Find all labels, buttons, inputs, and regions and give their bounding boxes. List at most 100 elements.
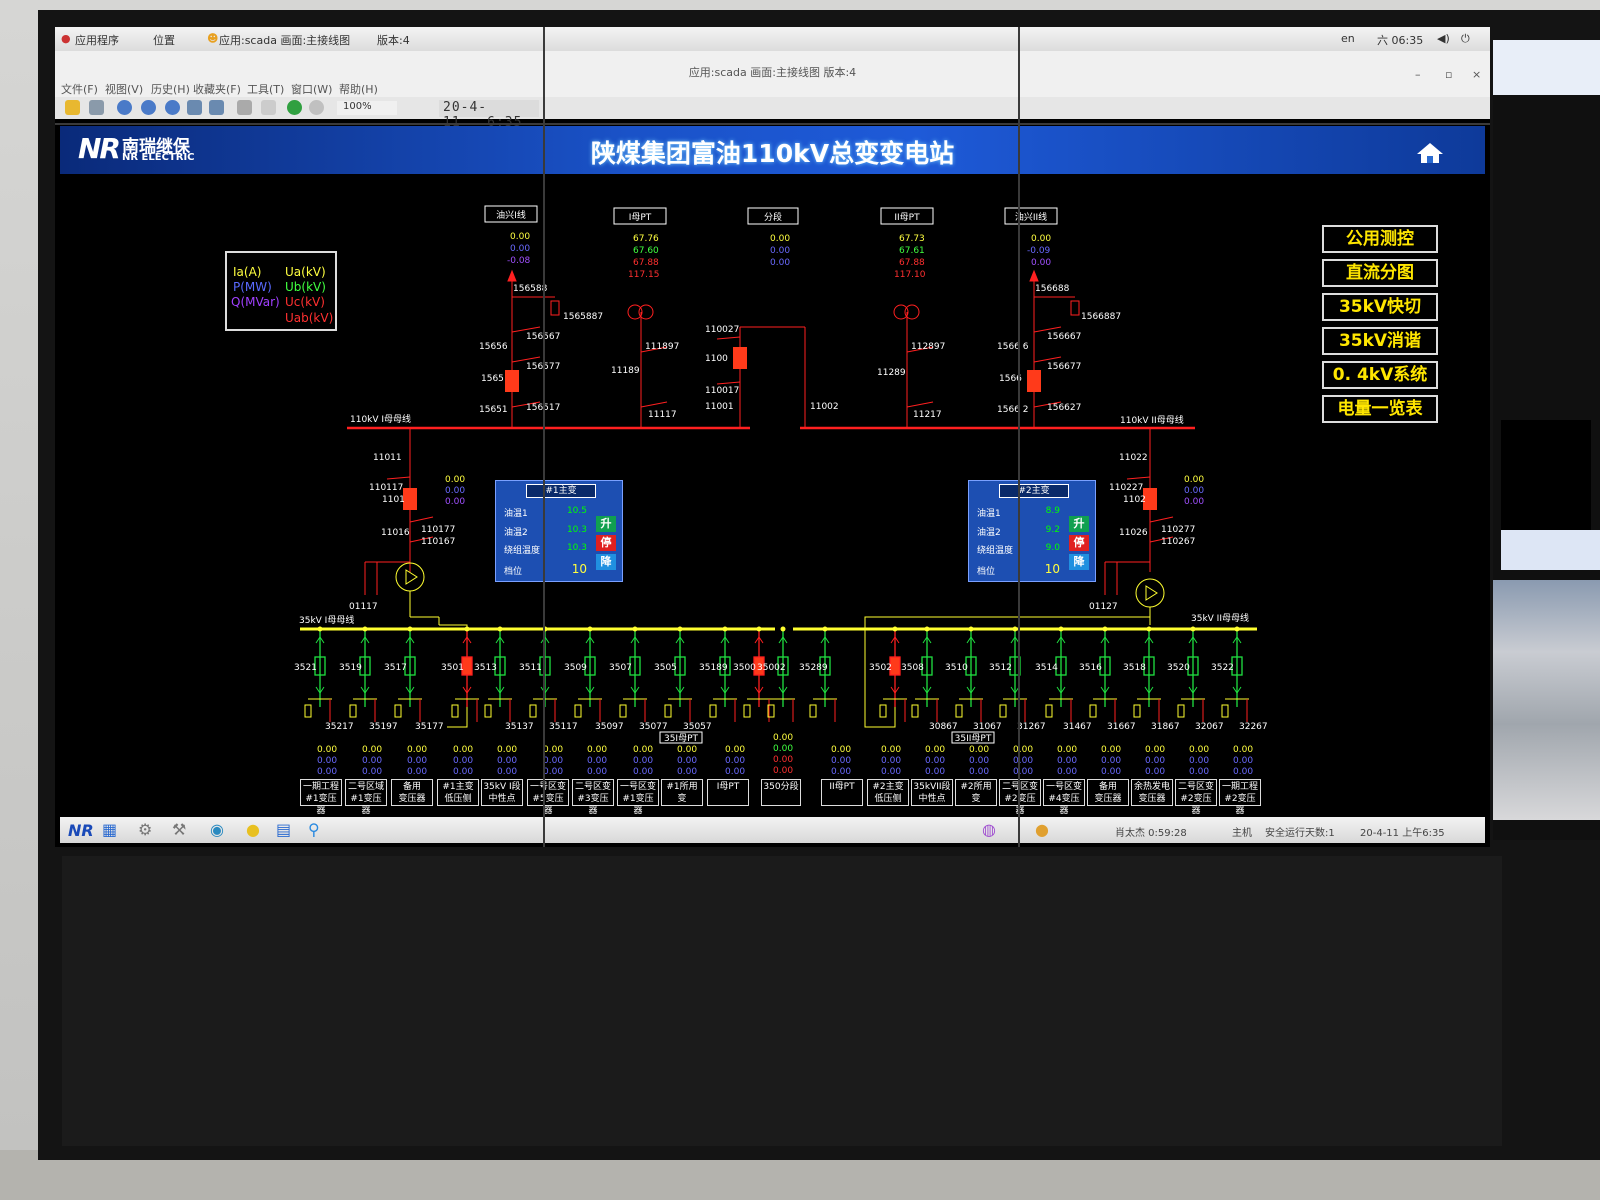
feeder-name-left-2[interactable]: 备用 变压器 bbox=[391, 779, 433, 806]
btn-35kv-fast-switch[interactable]: 35kV快切 bbox=[1322, 293, 1438, 321]
box-section[interactable]: 分段 bbox=[747, 207, 799, 225]
btn-0-4kv-system[interactable]: 0. 4kV系统 bbox=[1322, 361, 1438, 389]
feeder-name-right-2[interactable]: 35kVII段 中性点 bbox=[911, 779, 953, 806]
feeder-3514[interactable] bbox=[1045, 626, 1073, 723]
feeder-3519[interactable] bbox=[349, 626, 377, 723]
feeder-name-left-7[interactable]: 一号区变 #1变压器 bbox=[617, 779, 659, 816]
feeder-3513[interactable] bbox=[484, 626, 512, 723]
page-icon[interactable] bbox=[237, 100, 252, 115]
menu-view[interactable]: 视图(V) bbox=[105, 83, 144, 96]
feeder-name-left-10[interactable]: 350分段 bbox=[761, 779, 801, 806]
box-pt1[interactable]: I母PT bbox=[613, 207, 667, 225]
app-menu-icon[interactable]: ● bbox=[61, 32, 71, 45]
feeder-3510[interactable] bbox=[955, 626, 983, 723]
menu-window[interactable]: 窗口(W) bbox=[291, 83, 333, 96]
btn-35kv-harmonic[interactable]: 35kV消谐 bbox=[1322, 327, 1438, 355]
nr-taskbar-logo[interactable]: NR bbox=[68, 821, 94, 840]
btn-public-measure[interactable]: 公用测控 bbox=[1322, 225, 1438, 253]
feeder-name-right-0[interactable]: II母PT bbox=[821, 779, 863, 806]
grid-icon[interactable] bbox=[187, 100, 202, 115]
language-select[interactable]: en bbox=[1341, 32, 1355, 45]
tx2-stop-button[interactable]: 停 bbox=[1069, 535, 1089, 551]
feeder-3516[interactable] bbox=[1089, 626, 1117, 723]
zoom-select[interactable]: 100% bbox=[337, 101, 397, 115]
feeder-name-right-9[interactable]: 一期工程 #2变压器 bbox=[1219, 779, 1261, 816]
tx1-lower-button[interactable]: 降 bbox=[596, 554, 616, 570]
breaker-1101[interactable] bbox=[403, 488, 417, 510]
btn-energy-table[interactable]: 电量一览表 bbox=[1322, 395, 1438, 423]
feeder-3505[interactable] bbox=[664, 626, 692, 723]
feeder-name-right-4[interactable]: 二号区变 #2变压器 bbox=[999, 779, 1041, 816]
breaker-1102[interactable] bbox=[1143, 488, 1157, 510]
window-icon[interactable] bbox=[209, 100, 224, 115]
minimize-button[interactable]: – bbox=[1415, 68, 1421, 81]
zoom-out-icon[interactable] bbox=[141, 100, 156, 115]
back-icon[interactable] bbox=[287, 100, 302, 115]
feeder-3500[interactable] bbox=[743, 626, 771, 723]
breaker-1100[interactable] bbox=[733, 347, 747, 369]
feeder-name-left-8[interactable]: #1所用变 bbox=[661, 779, 703, 806]
transformer1-symbol[interactable] bbox=[405, 569, 418, 585]
zoom-fit-icon[interactable] bbox=[165, 100, 180, 115]
forward-icon[interactable] bbox=[309, 100, 324, 115]
breaker-1566[interactable] bbox=[1027, 370, 1041, 392]
settings-icon[interactable]: ⚙ bbox=[138, 820, 153, 839]
book-icon[interactable]: ▤ bbox=[276, 820, 292, 839]
menu-file[interactable]: 文件(F) bbox=[61, 83, 98, 96]
monitor-icon[interactable]: ◉ bbox=[210, 820, 224, 839]
version-label[interactable]: 版本:4 bbox=[377, 34, 410, 47]
zoom-in-icon[interactable] bbox=[117, 100, 132, 115]
feeder-name-right-3[interactable]: #2所用变 bbox=[955, 779, 997, 806]
feeder-name-left-6[interactable]: 二号区变 #3变压器 bbox=[572, 779, 614, 816]
feeder-3521[interactable] bbox=[304, 626, 332, 723]
box-line1[interactable]: 油兴I线 bbox=[484, 205, 538, 223]
menu-favorites[interactable]: 收藏夹(F) bbox=[193, 83, 241, 96]
places-menu[interactable]: 位置 bbox=[153, 34, 175, 47]
feeder-3518[interactable] bbox=[1133, 626, 1161, 723]
feeder-name-left-3[interactable]: #1主变 低压侧 bbox=[437, 779, 479, 806]
feeder-3511[interactable] bbox=[529, 626, 557, 723]
maximize-button[interactable]: ▫ bbox=[1445, 68, 1453, 81]
box-line2[interactable]: 油兴II线 bbox=[1004, 207, 1058, 225]
feeder-3517[interactable] bbox=[394, 626, 422, 723]
feeder-3501[interactable] bbox=[451, 626, 479, 723]
feeder-3502[interactable] bbox=[879, 626, 907, 723]
feeder-name-left-0[interactable]: 一期工程 #1变压器 bbox=[300, 779, 342, 816]
power-icon[interactable]: ⏻ bbox=[1461, 32, 1470, 45]
feeder-3509[interactable] bbox=[574, 626, 602, 723]
feeder-name-left-4[interactable]: 35kV I段 中性点 bbox=[481, 779, 523, 806]
feeder-35289[interactable] bbox=[809, 626, 837, 723]
feeder-name-right-1[interactable]: #2主变 低压侧 bbox=[867, 779, 909, 806]
menu-help[interactable]: 帮助(H) bbox=[339, 83, 378, 96]
close-button[interactable]: × bbox=[1472, 68, 1482, 81]
grid-app-icon[interactable]: ▦ bbox=[102, 820, 118, 839]
box-pt2[interactable]: II母PT bbox=[880, 207, 934, 225]
hand-icon[interactable] bbox=[261, 100, 276, 115]
tx2-lower-button[interactable]: 降 bbox=[1069, 554, 1089, 570]
tx1-raise-button[interactable]: 升 bbox=[596, 516, 616, 532]
print-icon[interactable] bbox=[89, 100, 104, 115]
network-icon[interactable]: ◍ bbox=[982, 820, 996, 839]
feeder-3507[interactable] bbox=[619, 626, 647, 723]
transformer2-symbol[interactable] bbox=[1145, 585, 1158, 601]
breaker-1565[interactable] bbox=[505, 370, 519, 392]
menu-tools[interactable]: 工具(T) bbox=[247, 83, 285, 96]
feeder-name-left-5[interactable]: 一号区变 #5变压器 bbox=[527, 779, 569, 816]
feeder-35189[interactable] bbox=[709, 626, 737, 723]
home-icon[interactable] bbox=[1415, 141, 1445, 165]
feeder-name-right-8[interactable]: 二号区变 #2变压器 bbox=[1175, 779, 1217, 816]
bulb-icon[interactable]: ● bbox=[246, 820, 260, 839]
volume-icon[interactable]: ◀) bbox=[1437, 32, 1450, 45]
tx2-raise-button[interactable]: 升 bbox=[1069, 516, 1089, 532]
feeder-3512[interactable] bbox=[999, 626, 1027, 723]
feeder-3522[interactable] bbox=[1221, 626, 1249, 723]
feeder-3520[interactable] bbox=[1177, 626, 1205, 723]
feeder-name-right-6[interactable]: 备用 变压器 bbox=[1087, 779, 1129, 806]
tx1-stop-button[interactable]: 停 bbox=[596, 535, 616, 551]
tools-icon[interactable]: ⚒ bbox=[172, 820, 187, 839]
feeder-3508[interactable] bbox=[911, 626, 939, 723]
feeder-name-right-7[interactable]: 余热发电 变压器 bbox=[1131, 779, 1173, 806]
apps-menu[interactable]: 应用程序 bbox=[75, 34, 119, 47]
feeder-name-left-1[interactable]: 二号区域 #1变压器 bbox=[345, 779, 387, 816]
feeder-name-right-5[interactable]: 一号区变 #4变压器 bbox=[1043, 779, 1085, 816]
